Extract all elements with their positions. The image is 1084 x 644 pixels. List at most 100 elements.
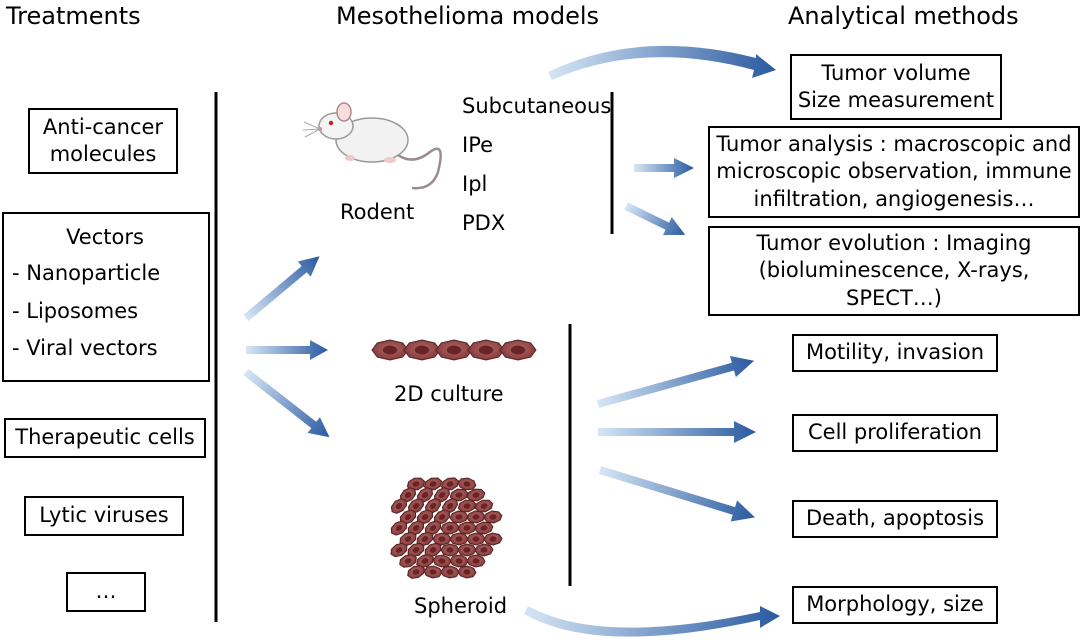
route-pdx: PDX	[462, 211, 506, 235]
cell	[406, 477, 426, 491]
anticancer-box: Anti-cancer molecules	[28, 108, 178, 174]
proliferation-box: Cell proliferation	[792, 414, 998, 452]
tumor-analysis-line-3: infiltration, angiogenesis…	[753, 186, 1035, 211]
tumor-evolution-box: Tumor evolution : Imaging (bioluminescen…	[708, 226, 1080, 316]
cell	[407, 542, 425, 558]
cell	[467, 339, 505, 361]
cell	[457, 499, 477, 513]
cell	[457, 521, 477, 535]
cell	[474, 543, 494, 557]
cell	[449, 532, 469, 546]
arrow-to-proliferation	[598, 421, 756, 443]
cell	[474, 499, 494, 513]
culture-2d-label: 2D culture	[394, 382, 504, 406]
cell	[440, 521, 460, 535]
anticancer-line-2: molecules	[49, 142, 157, 166]
cell	[423, 565, 443, 579]
tumor-volume-line-1: Tumor volume	[821, 60, 971, 85]
cell	[440, 543, 460, 557]
tumor-evolution-line-2: (bioluminescence, X-rays,	[758, 258, 1030, 283]
arrow-to-rodent	[243, 256, 320, 322]
cell	[440, 477, 460, 491]
arrow-to-tumor-analysis	[634, 158, 694, 178]
cell	[457, 565, 477, 579]
spheroid-label: Spheroid	[414, 594, 508, 618]
cell	[466, 532, 486, 546]
route-ipe: IPe	[462, 133, 494, 157]
vector-item-nanoparticle: - Nanoparticle	[12, 261, 161, 286]
cell	[424, 542, 442, 558]
tumor-volume-box: Tumor volume Size measurement	[790, 54, 1002, 120]
death-label: Death, apoptosis	[805, 506, 985, 531]
route-subcutaneous: Subcutaneous	[462, 94, 612, 118]
anticancer-line-1: Anti-cancer	[42, 114, 164, 139]
vector-item-liposomes: - Liposomes	[12, 298, 139, 323]
arrow-to-death	[598, 466, 755, 522]
cell	[440, 565, 460, 579]
therapeutic-cells-box: Therapeutic cells	[4, 418, 206, 458]
therapeutic-cells-label: Therapeutic cells	[15, 425, 195, 450]
tumor-evolution-line-3: SPECT…)	[846, 285, 942, 310]
cell	[433, 509, 451, 525]
motility-box: Motility, invasion	[792, 334, 998, 372]
tumor-analysis-line-2: microscopic observation, immune	[716, 159, 1072, 184]
cell	[449, 554, 469, 568]
cell	[399, 487, 417, 503]
cell	[457, 543, 477, 557]
vector-item-viral: - Viral vectors	[12, 335, 158, 360]
cell	[466, 510, 486, 524]
cell	[424, 498, 442, 514]
culture-2d-cells	[371, 339, 537, 361]
tumor-analysis-box: Tumor analysis : macroscopic and microsc…	[708, 126, 1080, 218]
arrow-to-tumor-evolution	[624, 202, 686, 236]
tumor-evolution-line-1: Tumor evolution : Imaging	[756, 231, 1032, 256]
cell	[483, 510, 503, 524]
cell	[390, 520, 408, 536]
lytic-viruses-label: Lytic viruses	[39, 503, 169, 528]
cell	[432, 532, 452, 546]
cell	[390, 498, 408, 514]
vectors-box: Vectors - Nanoparticle - Liposomes - Vir…	[2, 212, 210, 382]
cell	[474, 521, 494, 535]
vectors-title: Vectors	[66, 225, 144, 249]
proliferation-label: Cell proliferation	[808, 420, 982, 445]
header-models: Mesothelioma models	[336, 2, 600, 30]
cell	[416, 509, 434, 525]
cell	[371, 339, 409, 361]
tumor-volume-line-2: Size measurement	[797, 88, 995, 112]
cell	[466, 554, 486, 568]
morphology-label: Morphology, size	[806, 592, 984, 617]
cell	[457, 477, 477, 491]
arrow-to-motility	[596, 355, 755, 408]
motility-label: Motility, invasion	[805, 340, 985, 365]
lytic-viruses-box: Lytic viruses	[24, 496, 184, 536]
cell	[499, 339, 537, 361]
rodent-label: Rodent	[340, 200, 415, 224]
curved-arrow-bottom	[524, 606, 780, 637]
cell	[424, 520, 442, 536]
cell	[403, 339, 441, 361]
morphology-box: Morphology, size	[792, 586, 998, 624]
death-box: Death, apoptosis	[792, 500, 998, 538]
curved-arrow-top	[548, 45, 776, 80]
tumor-analysis-line-1: Tumor analysis : macroscopic and	[716, 132, 1072, 157]
cell	[449, 510, 469, 524]
header-treatments: Treatments	[6, 2, 141, 30]
cell	[449, 488, 469, 502]
cell	[399, 554, 417, 568]
ellipsis-label: …	[95, 579, 117, 604]
ellipsis-box: …	[66, 572, 146, 612]
cell	[433, 487, 451, 503]
cell	[399, 531, 417, 547]
cell	[483, 532, 503, 546]
arrow-to-spheroid	[243, 368, 330, 438]
cell	[390, 542, 408, 558]
spheroid-cluster	[390, 477, 503, 579]
cell	[416, 554, 434, 568]
cell	[466, 488, 486, 502]
route-ipl: Ipl	[462, 172, 488, 196]
arrow-to-2d	[246, 340, 328, 360]
cell	[423, 477, 443, 491]
mouse-icon	[302, 102, 442, 190]
